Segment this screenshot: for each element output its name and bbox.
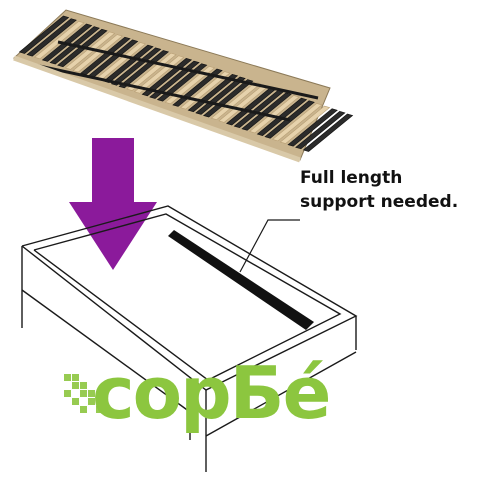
pixel-squares-icon (64, 374, 103, 413)
slat-light (126, 52, 177, 91)
slat-dark (202, 79, 254, 118)
slat-frame-edge (13, 55, 301, 163)
callout-leader-line (239, 219, 300, 273)
slat-light (72, 34, 123, 73)
slat-dark (302, 113, 354, 152)
frame-front-rail (205, 351, 357, 437)
slat-dark (195, 76, 246, 115)
slat-light (272, 103, 323, 142)
slat-dark (18, 15, 70, 54)
bed-frame (21, 205, 358, 472)
slat-dark (187, 73, 239, 113)
slat-light (279, 105, 331, 144)
slatted-bed-base (13, 9, 354, 163)
slat-light (64, 31, 116, 70)
support-annotation: Full length support needed. (300, 166, 496, 214)
frame-left-rail (21, 289, 191, 413)
support-beam (168, 230, 314, 330)
slat-light (34, 20, 85, 60)
logo-wordmark: сорБé (92, 351, 329, 435)
slat-strap-right (57, 40, 319, 100)
down-arrow-icon (69, 138, 157, 270)
slat-dark (156, 63, 208, 102)
slat-dark (241, 92, 292, 131)
slat-light (249, 95, 300, 134)
slat-strap-left (29, 62, 291, 122)
slat-light (210, 81, 262, 121)
slat-dark (287, 108, 338, 147)
frame-inner-edge (33, 213, 342, 381)
annotation-line-2: support needed. (300, 192, 459, 212)
slat-dark (295, 111, 346, 150)
annotation-line-1: Full length (300, 168, 403, 188)
slat-dark (26, 18, 77, 57)
